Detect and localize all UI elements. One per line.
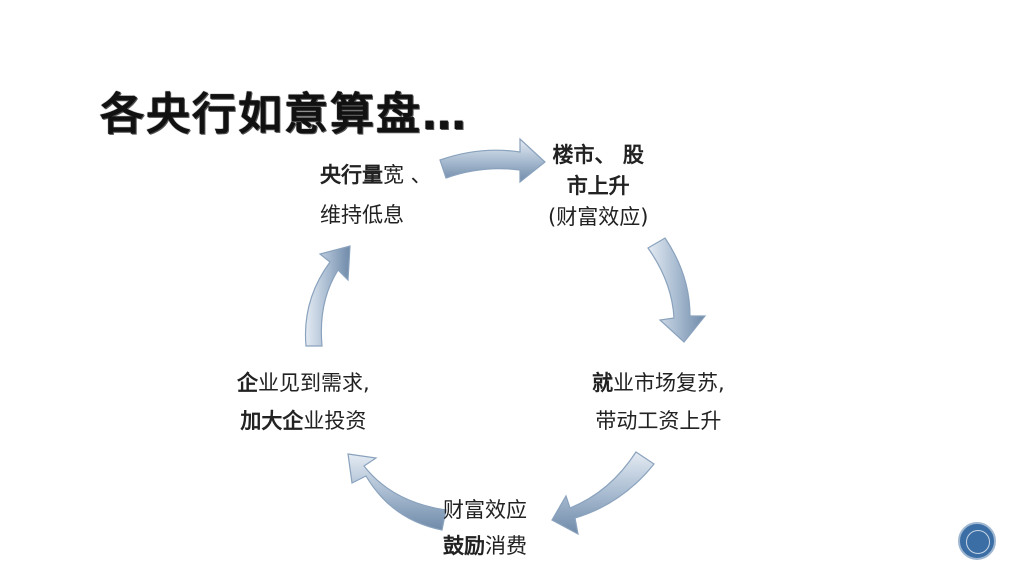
cycle-node-investment: 企业见到需求, 加大企业投资	[237, 364, 370, 440]
node-text: 财富效应	[443, 498, 527, 522]
node-text: 业见到需求,	[258, 371, 370, 395]
cycle-arrow-right	[647, 237, 707, 343]
page-number-badge-icon[interactable]	[958, 522, 996, 560]
node-text: 维持低息	[320, 203, 404, 227]
node-text: 鼓励	[443, 534, 485, 558]
node-text: 消费	[485, 534, 527, 558]
node-text: 加大企	[240, 409, 304, 433]
node-text: 市上升	[566, 174, 630, 198]
node-text: 带动工资上升	[595, 409, 722, 433]
cycle-arrow-top	[439, 137, 546, 184]
cycle-node-asset-prices: 楼市、 股 市上升 (财富效应)	[548, 140, 648, 233]
node-text: 宽 、	[383, 163, 432, 187]
cycle-node-monetary-easing: 央行量宽 、 维持低息	[320, 155, 432, 235]
cycle-arrow-bottom-right	[551, 451, 655, 536]
cycle-node-employment: 就业市场复苏, 带动工资上升	[592, 364, 725, 440]
cycle-arrow-bottom-left	[347, 453, 447, 531]
cycle-node-consumption: 财富效应 鼓励消费	[443, 492, 527, 564]
cycle-arrow-left	[304, 245, 351, 347]
node-text: (财富效应)	[548, 205, 649, 229]
page-badge-ring	[966, 530, 990, 554]
node-text: 业投资	[303, 409, 367, 433]
slide-title: 各央行如意算盘…	[100, 89, 468, 140]
node-text: 就	[592, 371, 613, 395]
node-text: 企	[237, 371, 258, 395]
node-text: 央行量	[320, 163, 383, 187]
node-text: 业市场复苏,	[613, 371, 725, 395]
node-text: 楼市、 股	[552, 143, 644, 167]
